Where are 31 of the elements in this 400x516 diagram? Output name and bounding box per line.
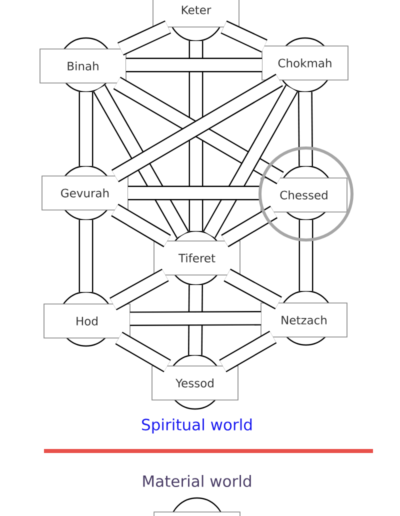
path-bar <box>188 41 204 231</box>
path-bar <box>298 220 314 291</box>
path-bar <box>224 268 282 310</box>
path-bar <box>298 92 313 166</box>
path-bar <box>128 186 261 200</box>
path-bar <box>78 92 94 166</box>
world-label: Material world <box>143 475 251 487</box>
path-bar <box>188 284 203 356</box>
sefira: Keter <box>152 0 240 42</box>
sefira: Tiferet <box>154 230 240 286</box>
path-bar <box>126 58 262 72</box>
path-bar <box>130 311 262 326</box>
sefira: Binah <box>40 37 126 93</box>
path-bar <box>78 220 94 292</box>
path-bar <box>117 20 171 56</box>
sefira: Chokmah <box>262 37 348 93</box>
path-bar <box>219 330 277 372</box>
sefira-circle <box>154 497 240 516</box>
path-bar <box>220 20 268 53</box>
sefira: Chessed <box>260 165 348 221</box>
path-bar <box>111 204 171 248</box>
path-bar <box>221 206 278 248</box>
sefira: Netzach <box>260 290 348 346</box>
world-label: Spiritual world <box>142 418 252 434</box>
sefira: Yessod <box>152 354 238 410</box>
path-bar <box>93 84 189 238</box>
path-bar <box>203 84 298 238</box>
path-bar <box>115 332 171 372</box>
sefira: Hod <box>44 291 130 347</box>
sefira: Gevurah <box>42 165 128 221</box>
path-bar <box>110 268 169 310</box>
